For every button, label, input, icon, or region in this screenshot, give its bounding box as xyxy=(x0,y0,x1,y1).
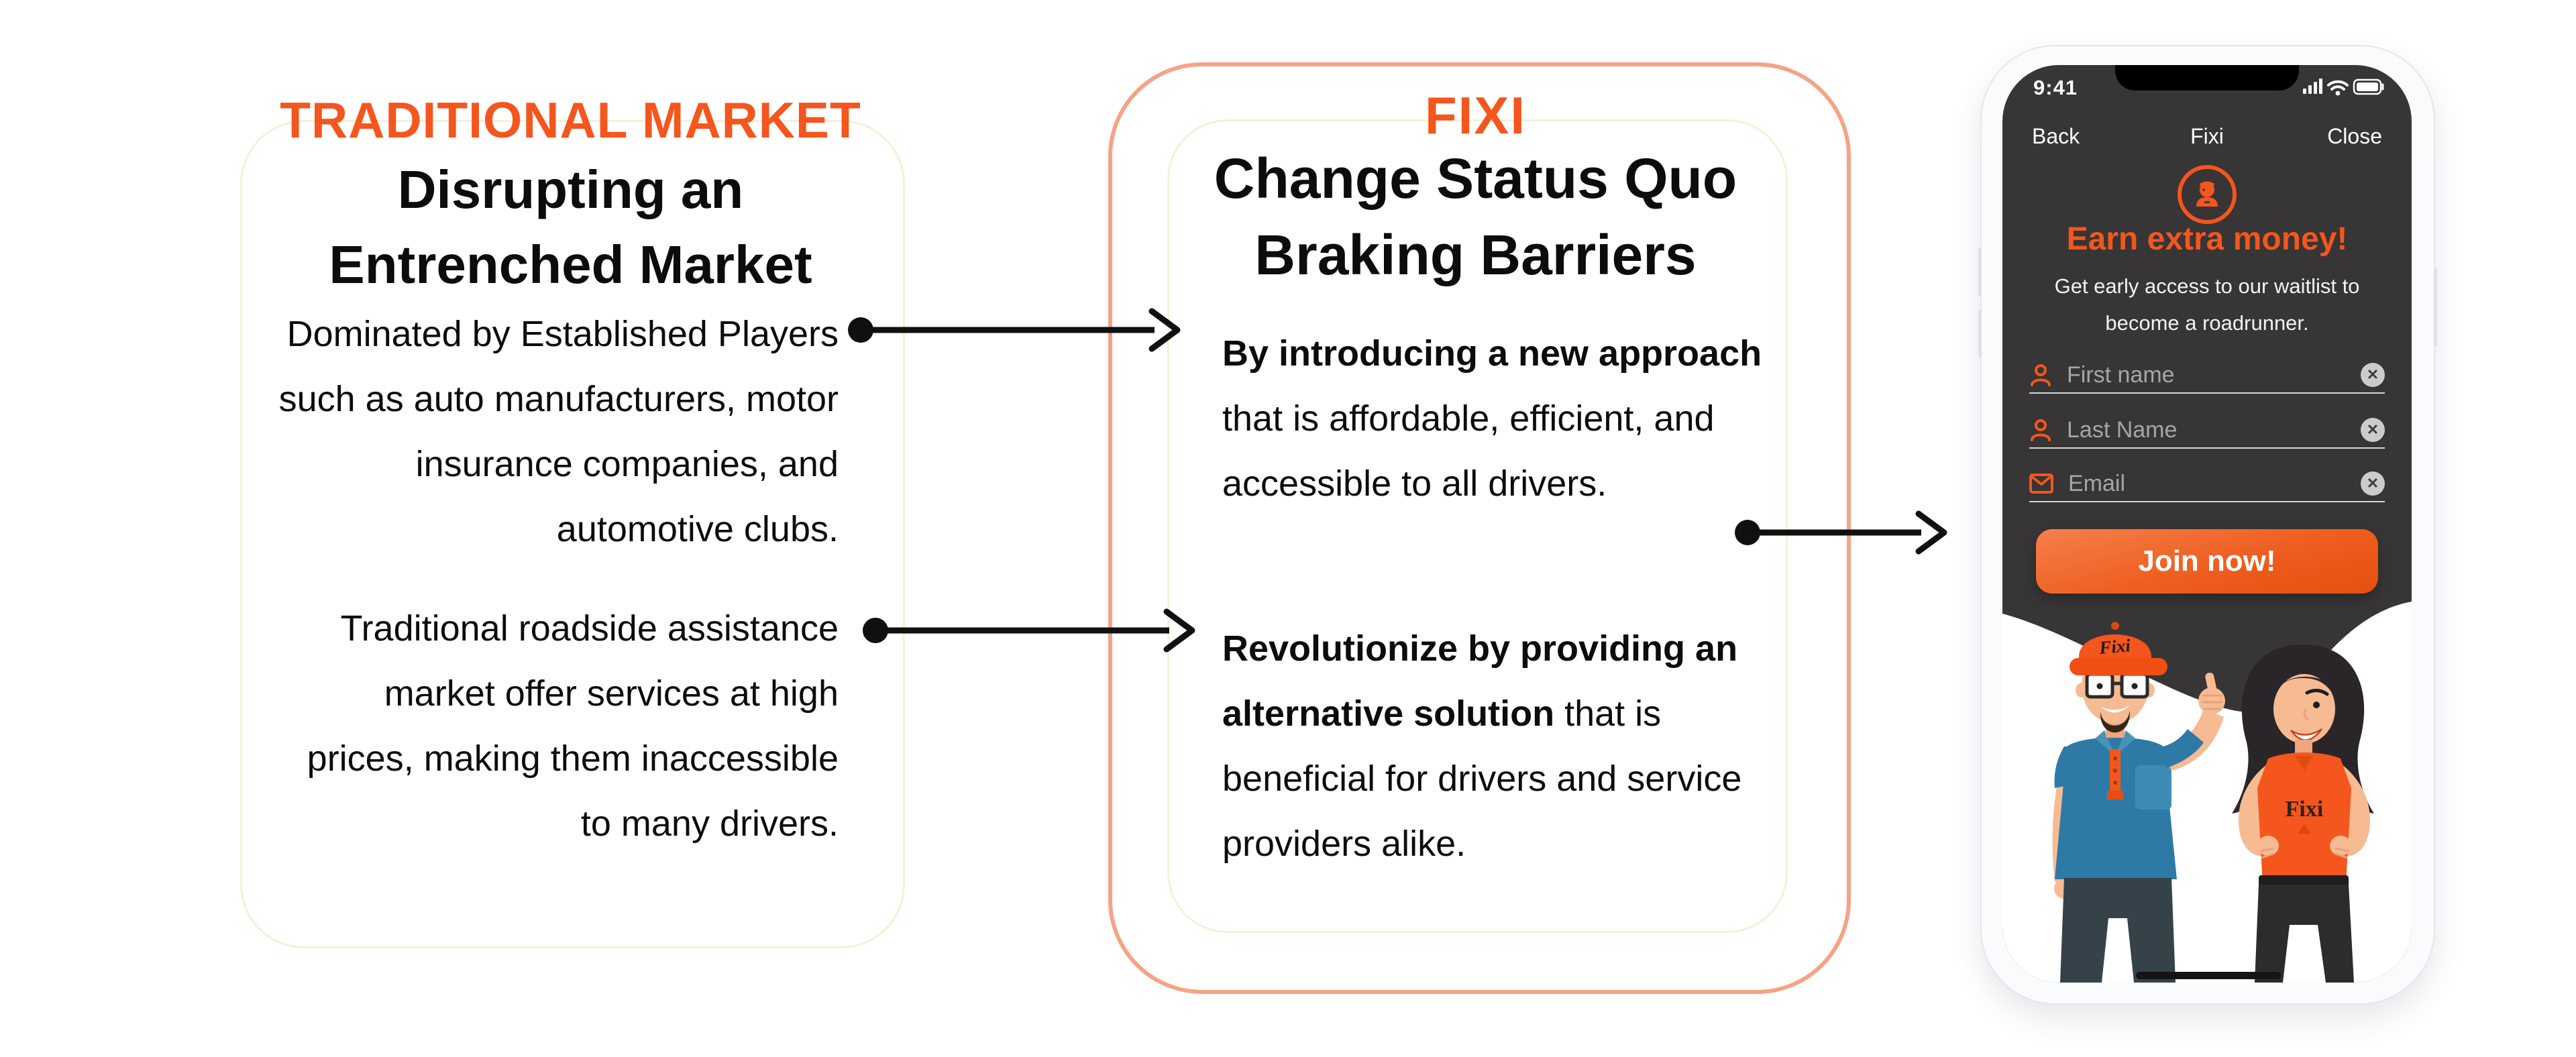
status-icons xyxy=(2303,78,2384,96)
battery-icon xyxy=(2353,78,2384,95)
power-button xyxy=(2434,268,2437,347)
phone-notch xyxy=(2115,65,2299,91)
close-button[interactable]: Close xyxy=(2327,124,2382,148)
traditional-market-title: TRADITIONAL MARKET xyxy=(280,92,861,148)
wifi-icon xyxy=(2327,80,2349,91)
arrow-head-icon xyxy=(1163,608,1195,653)
man-cap xyxy=(2079,634,2151,665)
middle-card-heading: Change Status Quo Braking Barriers xyxy=(1214,147,1737,286)
waitlist-subheadline: Get early access to our waitlist to beco… xyxy=(2054,274,2360,335)
fixi-card-inner xyxy=(1167,119,1788,933)
paragraph-1-bold-lead: By introducing a new approach xyxy=(1222,333,1762,374)
back-button[interactable]: Back xyxy=(2032,124,2080,148)
left-card-heading: Disrupting an Entrenched Market xyxy=(329,160,812,294)
volume-up-button xyxy=(1978,247,1982,296)
fixi-card-title: FIXI xyxy=(1424,86,1526,145)
last-name-field[interactable]: Last Name ✕ xyxy=(2029,412,2385,449)
roadrunner-person-icon xyxy=(2178,165,2237,224)
paragraph-2-bold-lead: Revolutionize by providing an alternativ… xyxy=(1222,628,1738,734)
arrow-head-icon xyxy=(1148,308,1181,352)
man-cap-fixi-text: Fixi xyxy=(2098,635,2131,658)
phone-mockup: Fixi Fixi xyxy=(1978,45,2437,1005)
connector-arrow-2 xyxy=(863,608,1195,653)
left-card-paragraph-2: Traditional roadside assistance market o… xyxy=(307,608,839,844)
cellular-signal-icon xyxy=(2303,78,2322,94)
woman-shirt-fixi-text: Fixi xyxy=(2286,797,2324,822)
paragraph-2-rest: that is beneficial for drivers and servi… xyxy=(1222,693,1742,864)
earn-extra-money-headline: Earn extra money! xyxy=(2066,221,2348,257)
person-icon xyxy=(2031,419,2051,441)
clear-x-icon[interactable]: ✕ xyxy=(2361,363,2385,387)
person-icon xyxy=(2031,364,2051,386)
woman-shirt xyxy=(2257,753,2351,885)
nav-title: Fixi xyxy=(2190,124,2224,148)
first-name-field[interactable]: First name ✕ xyxy=(2029,357,2385,394)
clear-x-icon[interactable]: ✕ xyxy=(2361,471,2385,496)
status-bar: 9:41 xyxy=(2002,74,2412,99)
first-name-placeholder: First name xyxy=(2067,361,2175,388)
status-time: 9:41 xyxy=(2033,76,2078,99)
wifi-dot xyxy=(2335,91,2341,96)
mail-icon xyxy=(2029,474,2053,494)
man-figure: Fixi xyxy=(2052,622,2225,983)
left-card-paragraph-1: Dominated by Established Players such as… xyxy=(278,314,839,549)
home-indicator[interactable] xyxy=(2136,972,2281,979)
arrow-head-icon xyxy=(1915,510,1947,555)
email-field[interactable]: Email ✕ xyxy=(2029,466,2385,502)
woman-figure: Fixi xyxy=(2232,645,2374,983)
volume-down-button xyxy=(1978,309,1982,357)
middle-card-paragraph-1: By introducing a new approach that is af… xyxy=(1222,321,1766,516)
phone-nav-bar: Back Fixi Close xyxy=(2002,124,2412,151)
roadrunner-illustration: Fixi Fixi xyxy=(2052,622,2374,983)
connector-arrow-1 xyxy=(848,308,1181,352)
paragraph-1-rest: that is affordable, efficient, and acces… xyxy=(1222,398,1715,504)
phone-screen: Fixi Fixi xyxy=(2002,65,2412,983)
connector-arrow-3 xyxy=(1735,510,1947,555)
traditional-market-card xyxy=(240,120,905,948)
clear-x-icon[interactable]: ✕ xyxy=(2361,418,2385,442)
middle-card-paragraph-2: Revolutionize by providing an alternativ… xyxy=(1222,616,1766,877)
email-placeholder: Email xyxy=(2068,470,2126,496)
last-name-placeholder: Last Name xyxy=(2067,416,2178,443)
join-now-button[interactable]: Join now! xyxy=(2036,529,2378,594)
